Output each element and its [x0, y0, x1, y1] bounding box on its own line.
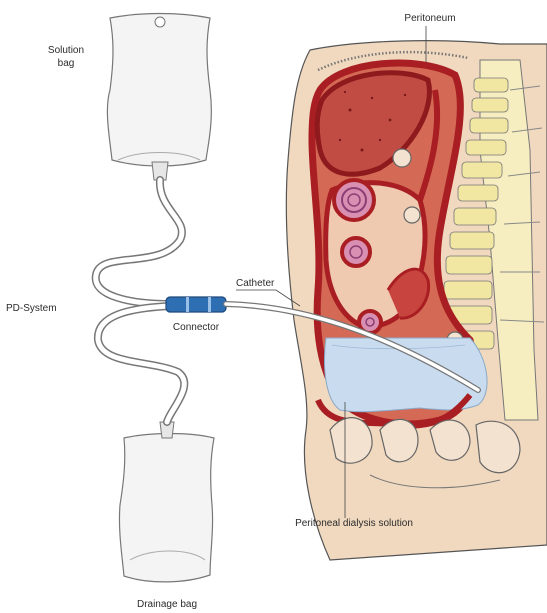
solution-bag-label-line2: bag: [58, 58, 75, 69]
connector-icon: [166, 297, 226, 312]
solution-bag-icon: [107, 14, 211, 181]
solution-bag-label-line1: Solution: [48, 45, 84, 56]
peritoneum-label: Peritoneum: [404, 13, 455, 24]
abdomen-cross-section-icon: [286, 41, 547, 560]
pd-system-label: PD-System: [6, 303, 57, 314]
catheter-label: Catheter: [236, 278, 275, 289]
drainage-bag-icon: [119, 422, 214, 582]
dialysis-solution-label: Peritoneal dialysis solution: [295, 518, 413, 529]
drainage-bag-label: Drainage bag: [137, 599, 197, 610]
connector-label: Connector: [173, 322, 220, 333]
